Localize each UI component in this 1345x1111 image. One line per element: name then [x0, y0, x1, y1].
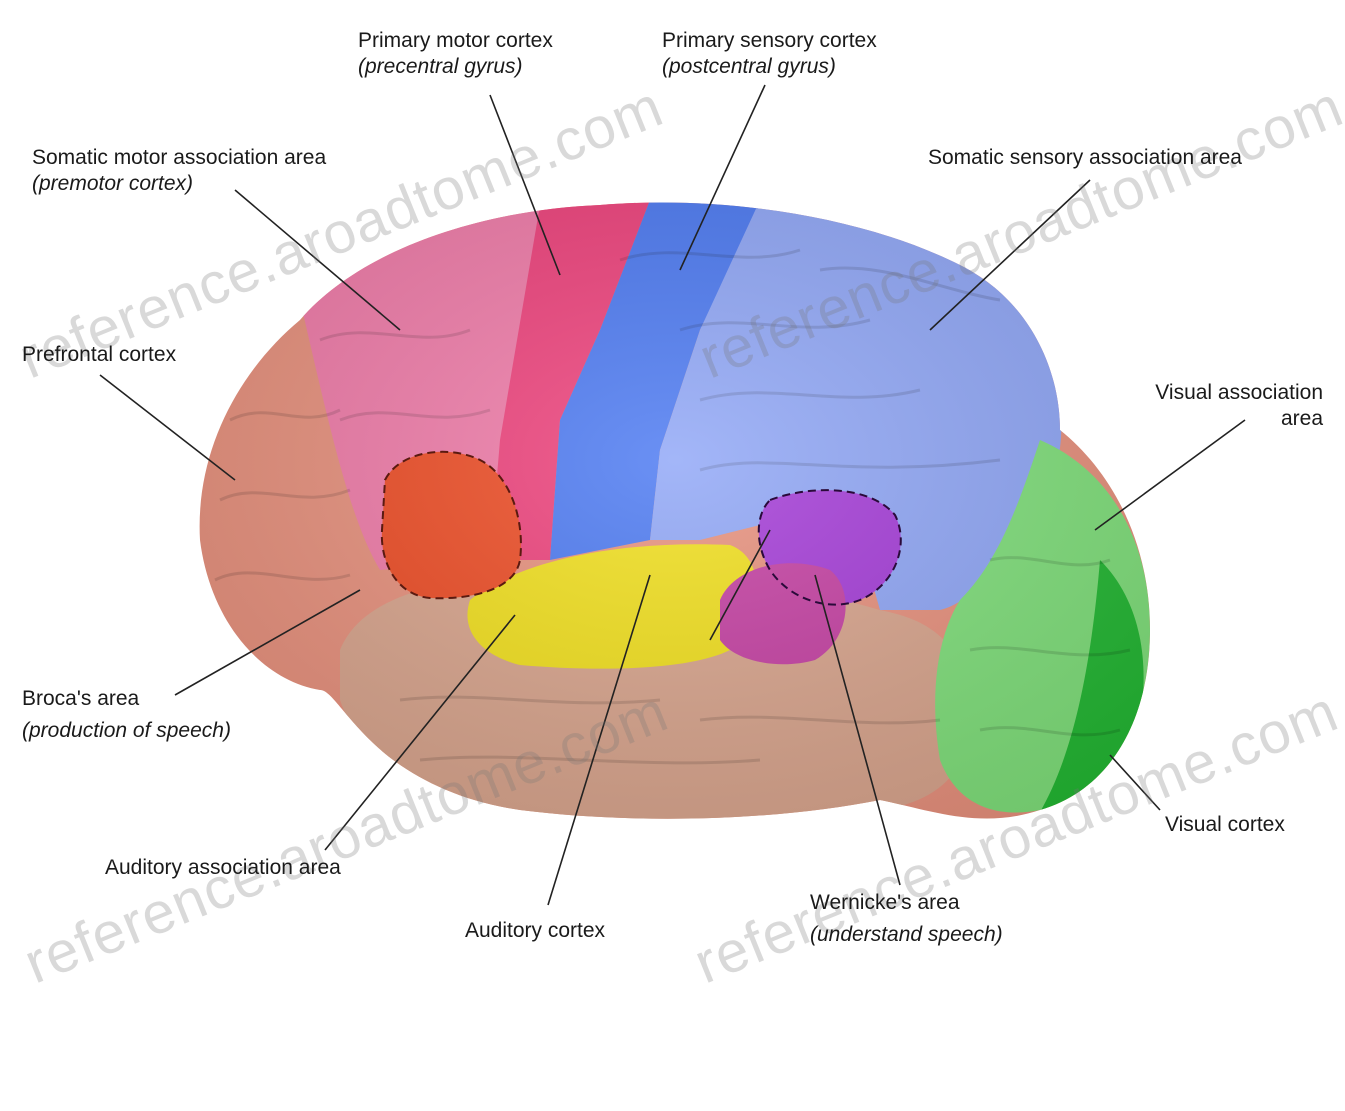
label-prefrontal-main: Prefrontal cortex	[22, 342, 176, 368]
label-auditory-cortex: Auditory cortex	[465, 918, 605, 944]
label-broca-sub: (production of speech)	[22, 718, 231, 744]
label-somatic-sensory: Somatic sensory association area	[928, 145, 1242, 171]
label-broca: Broca's area (production of speech)	[22, 686, 231, 744]
label-primary-motor: Primary motor cortex (precentral gyrus)	[358, 28, 553, 80]
label-visual-association-main: Visual association	[1155, 380, 1323, 406]
label-auditory-association: Auditory association area	[105, 855, 341, 881]
label-primary-sensory-sub: (postcentral gyrus)	[662, 54, 877, 80]
label-visual-cortex-main: Visual cortex	[1165, 812, 1285, 838]
label-wernicke-main: Wernicke's area	[810, 890, 1003, 916]
label-somatic-motor-main: Somatic motor association area	[32, 145, 326, 171]
label-primary-sensory: Primary sensory cortex (postcentral gyru…	[662, 28, 877, 80]
brain-lobes	[150, 180, 1200, 880]
label-primary-sensory-main: Primary sensory cortex	[662, 28, 877, 54]
label-primary-motor-main: Primary motor cortex	[358, 28, 553, 54]
label-prefrontal: Prefrontal cortex	[22, 342, 176, 368]
line-prefrontal	[100, 375, 235, 480]
label-visual-association-sub: area	[1155, 406, 1323, 432]
label-somatic-motor-sub: (premotor cortex)	[32, 171, 326, 197]
label-broca-main: Broca's area	[22, 686, 231, 712]
label-primary-motor-sub: (precentral gyrus)	[358, 54, 553, 80]
label-visual-cortex: Visual cortex	[1165, 812, 1285, 838]
label-somatic-motor: Somatic motor association area (premotor…	[32, 145, 326, 197]
label-wernicke: Wernicke's area (understand speech)	[810, 890, 1003, 948]
label-auditory-association-main: Auditory association area	[105, 855, 341, 881]
label-visual-association: Visual association area	[1155, 380, 1323, 432]
label-wernicke-sub: (understand speech)	[810, 922, 1003, 948]
label-somatic-sensory-main: Somatic sensory association area	[928, 145, 1242, 171]
label-auditory-cortex-main: Auditory cortex	[465, 918, 605, 944]
line-visual-association	[1095, 420, 1245, 530]
